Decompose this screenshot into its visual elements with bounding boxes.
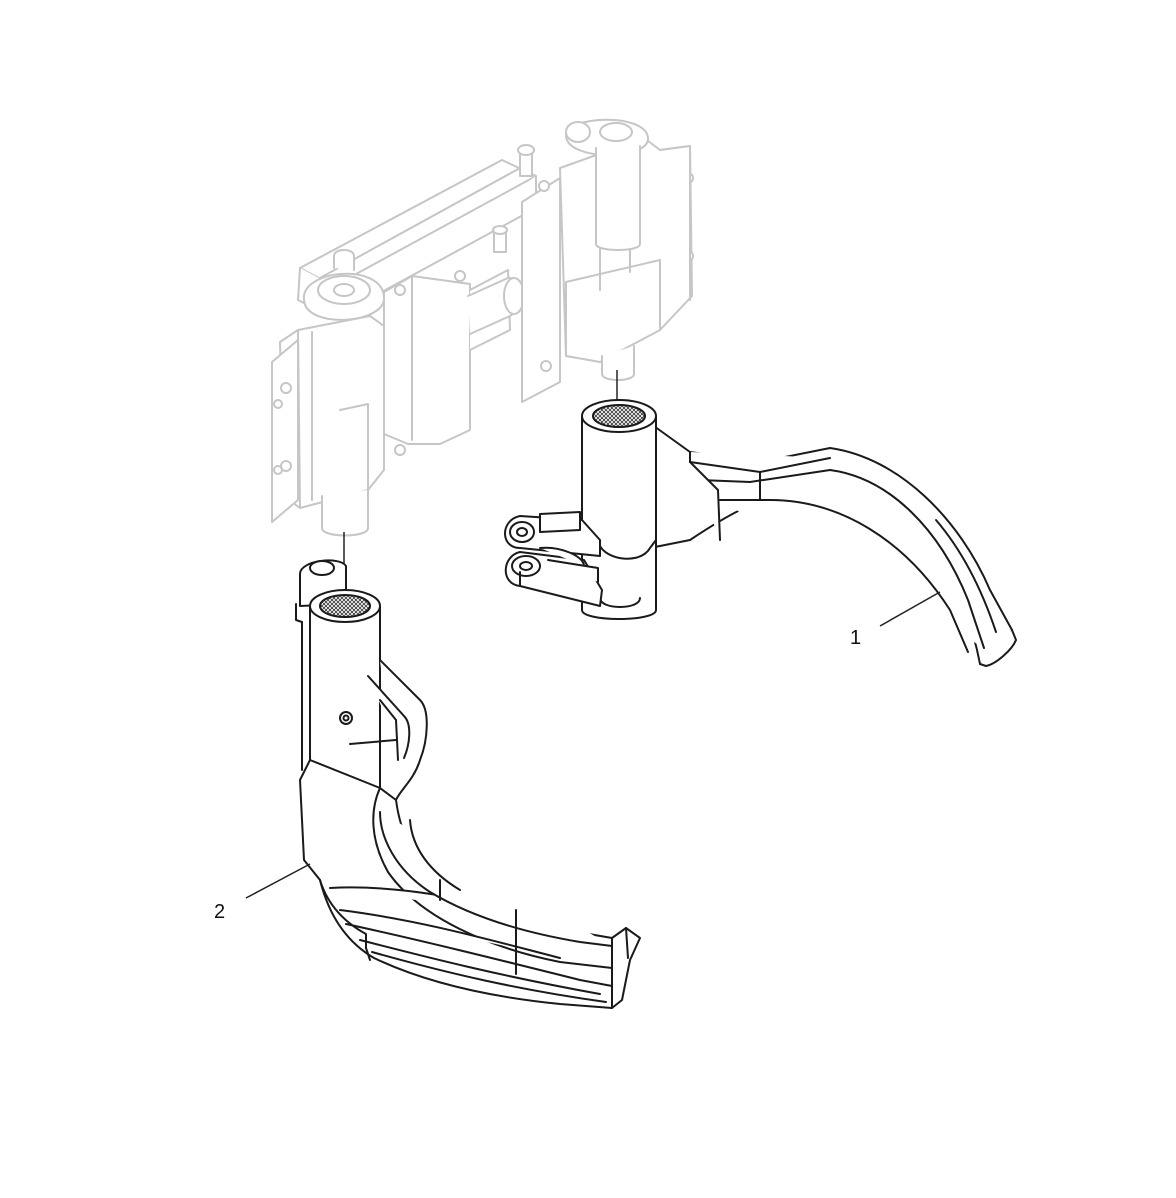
rotator-assembly-ghost [271, 118, 694, 537]
part-1-right-tine [504, 399, 1017, 667]
callout-2-label: 2 [214, 901, 225, 923]
part-2-left-tine [295, 559, 641, 1009]
callout-leaders [245, 591, 941, 899]
callout-1-label: 1 [850, 627, 861, 649]
callout-1-leader [879, 591, 941, 627]
callout-2-leader [245, 863, 311, 899]
